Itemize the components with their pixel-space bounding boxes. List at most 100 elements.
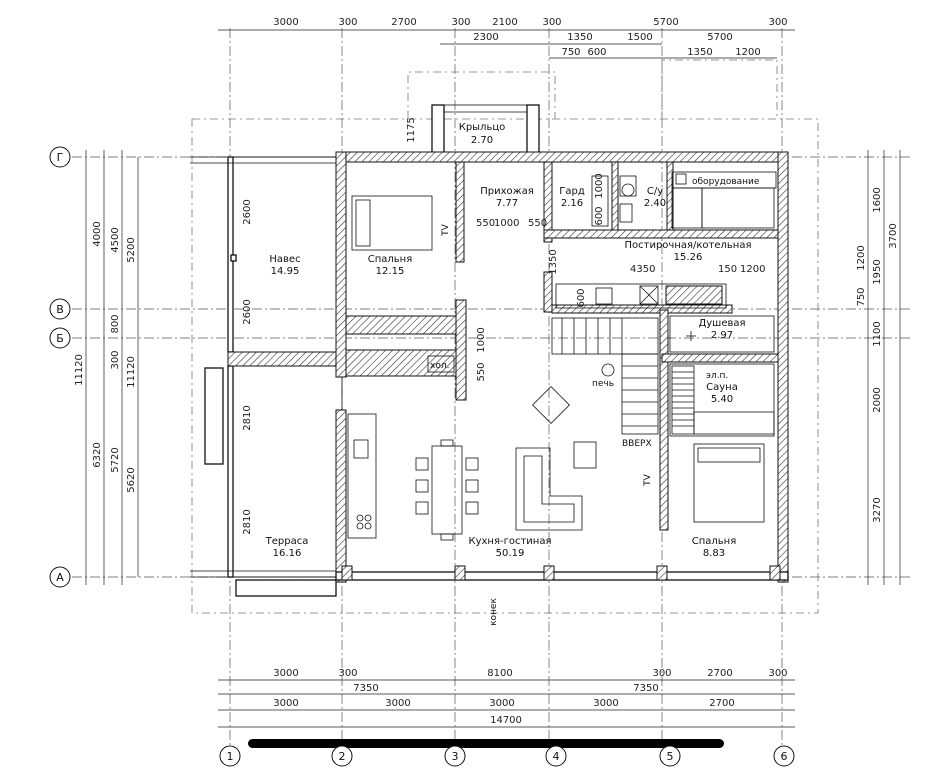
porch: 1175 [406, 104, 540, 158]
svg-text:В: В [56, 303, 64, 316]
svg-text:2.40: 2.40 [644, 198, 666, 209]
svg-text:Гард: Гард [559, 186, 585, 197]
svg-text:300: 300 [451, 17, 470, 28]
top-dimension-row2: 2300 1350 1500 5700 [473, 32, 732, 43]
svg-text:550: 550 [528, 218, 547, 229]
svg-text:1350: 1350 [548, 249, 559, 274]
svg-text:600: 600 [594, 206, 605, 225]
svg-text:300: 300 [652, 668, 671, 679]
equipment-area: оборудование [671, 171, 777, 229]
svg-text:300: 300 [768, 668, 787, 679]
svg-text:300: 300 [768, 17, 787, 28]
svg-text:2.70: 2.70 [471, 135, 493, 146]
top-dimension-row3: 750 600 1350 1200 [561, 47, 760, 58]
svg-text:3000: 3000 [273, 668, 298, 679]
axis-bubble-A: А [49, 566, 71, 588]
armchair [532, 386, 570, 424]
room-dushevaya: Душевая 2.97 [698, 318, 745, 341]
svg-text:3: 3 [452, 750, 459, 763]
svg-text:эл.п.: эл.п. [706, 371, 728, 381]
room-postirochnaya: Постирочная/котельная 15.26 [625, 240, 752, 263]
svg-text:Прихожая: Прихожая [480, 186, 534, 197]
svg-text:Б: Б [56, 332, 64, 345]
svg-text:2810: 2810 [242, 405, 253, 430]
horizontal-scrollbar[interactable] [248, 739, 724, 748]
svg-text:1200: 1200 [740, 264, 765, 275]
staircase: ВВЕРХ [551, 317, 659, 449]
svg-text:2.97: 2.97 [711, 330, 733, 341]
top-dimension-lines [218, 29, 795, 59]
svg-text:2700: 2700 [391, 17, 416, 28]
svg-text:5200: 5200 [126, 237, 137, 262]
svg-text:2600: 2600 [242, 299, 253, 324]
svg-text:8.83: 8.83 [703, 548, 725, 559]
svg-text:5620: 5620 [126, 467, 137, 492]
svg-text:Спальня: Спальня [368, 254, 413, 265]
svg-text:750: 750 [561, 47, 580, 58]
outer-walls [335, 151, 789, 583]
svg-text:оборудование: оборудование [692, 177, 760, 187]
axis-bubble-G: Г [49, 146, 71, 168]
svg-text:2300: 2300 [473, 32, 498, 43]
svg-text:7350: 7350 [633, 683, 658, 694]
shower [669, 315, 775, 353]
axis-bubble-5: 5 [659, 745, 681, 767]
svg-text:2: 2 [339, 750, 346, 763]
bottom-dimension-row1: 3000 300 8100 300 2700 300 [273, 668, 787, 679]
svg-text:Душевая: Душевая [698, 318, 745, 329]
left-dimension-lines [85, 150, 139, 585]
svg-text:300: 300 [542, 17, 561, 28]
svg-text:750: 750 [856, 287, 867, 306]
svg-text:800: 800 [110, 314, 121, 333]
svg-text:1100: 1100 [872, 321, 883, 346]
room-gard: Гард 2.16 [559, 186, 585, 209]
svg-text:12.15: 12.15 [376, 266, 405, 277]
axis-bubble-6: 6 [773, 745, 795, 767]
laundry-counter [555, 283, 727, 309]
top-dimension-row1: 3000 300 2700 300 2100 300 5700 300 [273, 17, 787, 28]
svg-text:11120: 11120 [126, 356, 137, 388]
svg-text:Навес: Навес [269, 254, 300, 265]
bottom-dimension-lines [218, 679, 795, 728]
svg-text:6: 6 [781, 750, 788, 763]
svg-text:550: 550 [476, 362, 487, 381]
axis-bubble-1: 1 [219, 745, 241, 767]
naves-terrace-divider [227, 351, 347, 367]
svg-text:1: 1 [227, 750, 234, 763]
svg-text:550: 550 [476, 218, 495, 229]
svg-text:300: 300 [338, 17, 357, 28]
svg-text:4000: 4000 [92, 221, 103, 246]
svg-text:50.19: 50.19 [496, 548, 525, 559]
roof-outline [191, 59, 819, 614]
bedroom1-bed [351, 195, 433, 251]
svg-text:Кухня-гостиная: Кухня-гостиная [469, 536, 552, 547]
svg-text:2100: 2100 [492, 17, 517, 28]
columns [341, 565, 781, 581]
svg-text:1200: 1200 [735, 47, 760, 58]
svg-text:3000: 3000 [593, 698, 618, 709]
svg-text:2700: 2700 [707, 668, 732, 679]
svg-text:4500: 4500 [110, 227, 121, 252]
svg-text:Спальня: Спальня [692, 536, 737, 547]
svg-text:3000: 3000 [385, 698, 410, 709]
dining-table [415, 439, 479, 541]
svg-text:1500: 1500 [627, 32, 652, 43]
svg-text:5720: 5720 [110, 447, 121, 472]
svg-text:Терраса: Терраса [265, 536, 309, 547]
interior-dimensions: 550 1000 550 4350 150 1200 600 1350 1000… [476, 173, 765, 381]
svg-text:15.26: 15.26 [674, 252, 703, 263]
svg-text:3270: 3270 [872, 497, 883, 522]
room-naves: Навес 14.95 [269, 254, 300, 277]
room-terrasa: Терраса 16.16 [265, 536, 309, 559]
svg-text:2810: 2810 [242, 509, 253, 534]
axis-bubble-V: В [49, 298, 71, 320]
svg-text:7.77: 7.77 [496, 198, 518, 209]
room-spalnya2: Спальня 8.83 [692, 536, 737, 559]
bottom-total-dimension: 14700 [490, 715, 522, 726]
svg-text:600: 600 [576, 288, 587, 307]
svg-text:Постирочная/котельная: Постирочная/котельная [625, 240, 752, 251]
axis-grid-vertical [229, 28, 783, 745]
bedroom2-bed [693, 443, 765, 523]
svg-text:600: 600 [587, 47, 606, 58]
